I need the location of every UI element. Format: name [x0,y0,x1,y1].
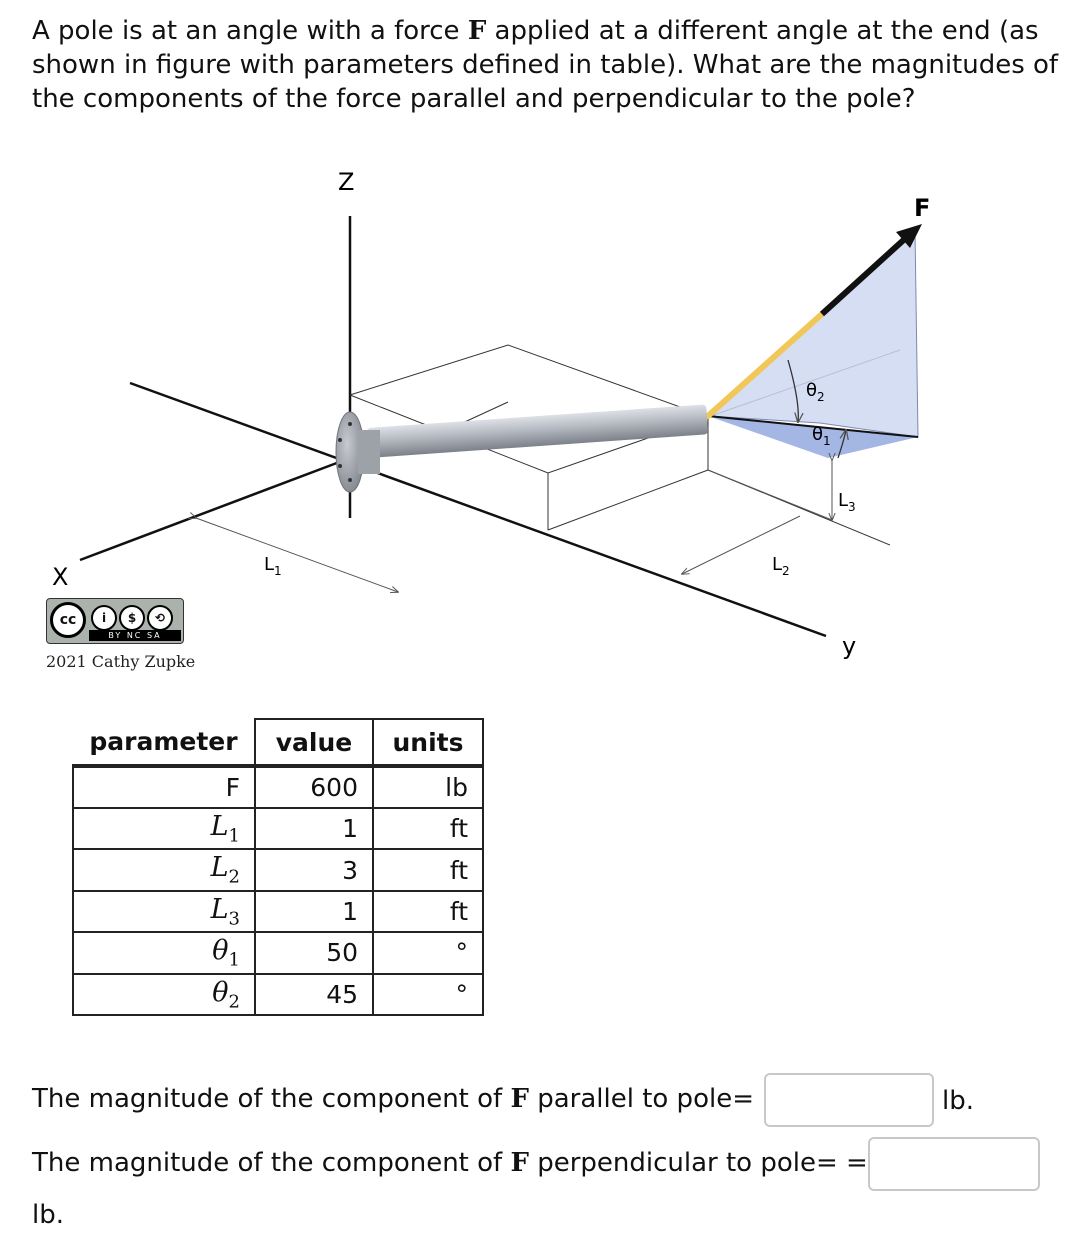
credit-text: 2021 Cathy Zupke [46,652,196,671]
cc-icon: cc [50,602,86,638]
param-cell: F [72,765,256,809]
force-label: F [914,194,930,222]
table-row: L2 3 ft [72,848,484,892]
param-cell: θ1 [72,931,256,975]
header-units: units [372,718,484,768]
pole-force-figure: Z X y F L1 L2 L3 θ2 θ1 [52,168,930,660]
parallel-question: The magnitude of the component of F para… [32,1084,754,1114]
force-vector-yellow [705,311,825,419]
x-axis-label: X [52,563,68,591]
l2-dimension [682,515,801,574]
question-part-2: applied at a different angle at the end … [32,16,1059,114]
nc-icon: $ [119,605,145,631]
table-row: F 600 lb [72,765,484,809]
param-cell: L3 [72,889,256,934]
parameter-table: parameter value units F 600 lb L1 1 ft L… [72,718,484,1016]
param-cell: L1 [72,806,256,851]
question-part-1: A pole is at an angle with a force [32,16,468,46]
y-axis-label: y [842,632,856,660]
table-header-row: parameter value units [73,718,484,768]
table-row: θ1 50 ° [72,931,484,975]
theta2-arc [787,359,798,422]
license-block: cc i $ ⟲ BY NC SA 2021 Cathy Zupke [46,598,195,671]
sa-icon: ⟲ [147,605,173,631]
header-value: value [254,718,374,768]
unit-cell: ft [372,806,484,851]
parallel-answer-input[interactable] [764,1073,934,1127]
perpendicular-answer-input[interactable] [868,1137,1040,1191]
value-cell: 1 [254,806,374,851]
unit-cell: lb [372,765,484,809]
unit-cell: ° [372,931,484,975]
perpendicular-question: The magnitude of the component of F perp… [32,1148,868,1178]
table-row: θ2 45 ° [72,972,484,1016]
unit-cell: ° [372,972,484,1016]
force-arrowhead [896,224,922,248]
pole [367,404,708,458]
theta1-arc [837,430,846,459]
unit-cell: ft [372,889,484,934]
by-icon: i [91,605,117,631]
theta2-label: θ2 [806,380,825,404]
value-cell: 50 [254,931,374,975]
value-cell: 3 [254,848,374,892]
x-axis-line [79,456,351,562]
l3-label: L3 [838,490,856,514]
param-cell: L2 [72,848,256,892]
param-cell: θ2 [72,972,256,1016]
l1-label: L1 [264,554,282,578]
y-axis-line [129,381,827,638]
z-axis-label: Z [338,168,354,196]
table-row: L1 1 ft [72,806,484,851]
l1-dimension [196,518,398,592]
l2-label: L2 [772,554,790,578]
perpendicular-unit: lb. [32,1200,64,1230]
value-cell: 45 [254,972,374,1016]
force-plane [706,228,919,438]
force-symbol: F [467,16,487,46]
cc-license-badge[interactable]: cc i $ ⟲ BY NC SA [46,598,184,644]
parallel-unit: lb. [942,1086,974,1116]
header-parameter: parameter [73,719,256,768]
unit-cell: ft [372,848,484,892]
theta1-plane [708,416,918,458]
question-text: A pole is at an angle with a force F app… [32,14,1062,116]
theta1-label: θ1 [812,424,831,448]
value-cell: 1 [254,889,374,934]
table-row: L3 1 ft [72,889,484,934]
license-strip: BY NC SA [89,630,181,641]
value-cell: 600 [254,765,374,809]
force-vector-black [819,233,911,317]
